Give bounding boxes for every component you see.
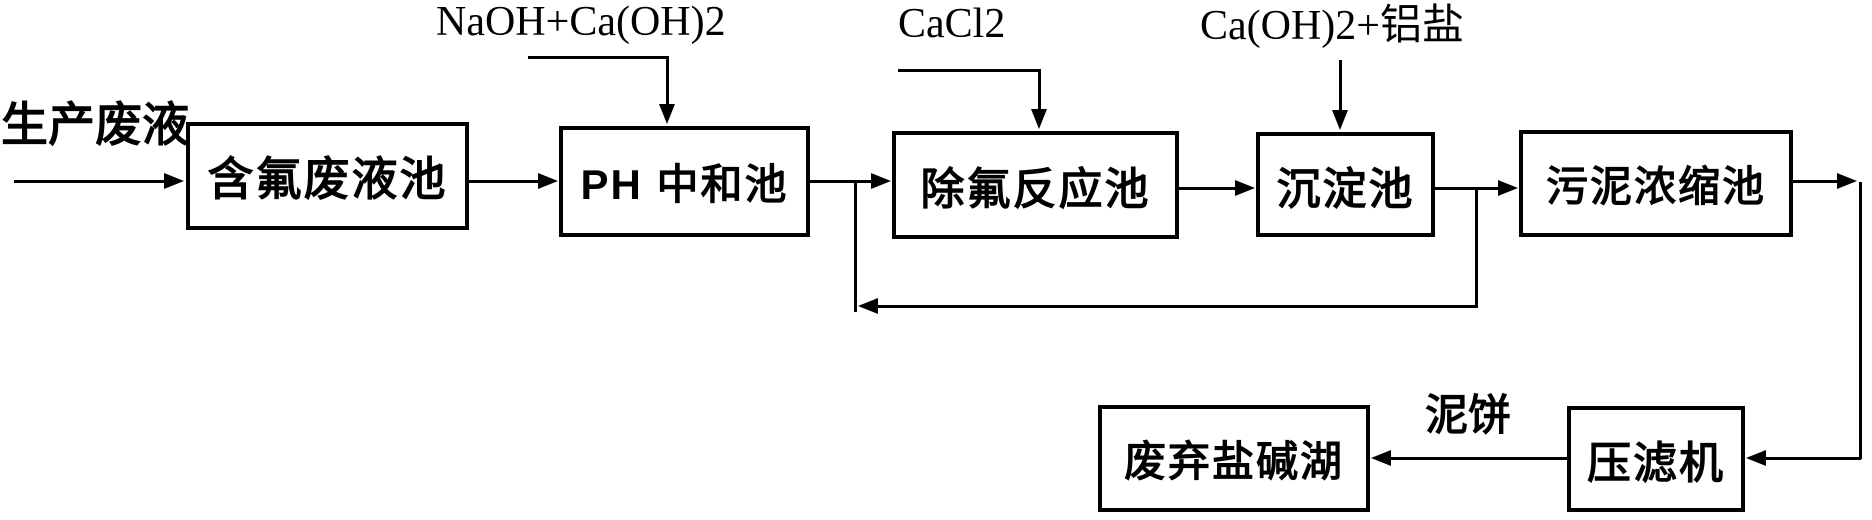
node-filter-press: 压滤机	[1567, 406, 1745, 512]
recycle-line-return	[874, 305, 1478, 308]
node-ph-neutralization-pool: PH 中和池	[559, 126, 810, 237]
arrowhead-1-2	[538, 173, 558, 189]
node-label: 含氟废液池	[207, 153, 448, 205]
arrowhead-3-4	[1235, 180, 1255, 196]
node-sedimentation-pool: 沉淀池	[1256, 132, 1435, 237]
node-label: 压滤机	[1587, 439, 1725, 488]
node-fluoride-removal-reactor: 除氟反应池	[892, 131, 1179, 239]
arrowhead-2-3	[871, 173, 891, 189]
arrowhead-5-out	[1837, 173, 1857, 189]
recycle-line-right-drop	[1475, 189, 1478, 308]
flow-line-mud-cake	[1390, 457, 1567, 460]
flow-line-inlet	[14, 180, 166, 183]
label-production-waste-liquid: 生产废液	[1, 98, 189, 151]
arrowhead-naoh	[659, 104, 675, 124]
node-label: 沉淀池	[1276, 164, 1415, 214]
flow-line-1-2	[469, 180, 541, 183]
dosing-line-cacl2-h	[898, 69, 1041, 72]
arrowhead-inlet	[164, 173, 184, 189]
node-abandoned-salt-alkali-lake: 废弃盐碱湖	[1098, 405, 1370, 512]
dosing-line-naoh-h	[528, 56, 669, 59]
flow-line-right-drop	[1859, 182, 1862, 459]
node-label: PH 中和池	[580, 161, 789, 208]
flow-line-3-4	[1179, 187, 1237, 190]
arrowhead-mud-cake	[1371, 450, 1391, 466]
arrowhead-caoh2	[1332, 110, 1348, 130]
node-sludge-thickening-pool: 污泥浓缩池	[1519, 130, 1793, 237]
node-label: 污泥浓缩池	[1545, 163, 1766, 210]
arrowhead-cacl2	[1031, 109, 1047, 129]
arrowhead-recycle	[858, 298, 878, 314]
flow-line-to-filter-press	[1766, 457, 1861, 460]
label-caoh2-aluminum-salt: Ca(OH)2+铝盐	[1200, 3, 1464, 49]
node-label: 废弃盐碱湖	[1123, 438, 1344, 485]
arrowhead-to-filter-press	[1746, 450, 1766, 466]
recycle-line-left-drop	[854, 182, 857, 312]
label-cacl2: CaCl2	[898, 1, 1006, 47]
label-naoh-caoh2: NaOH+Ca(OH)2	[436, 0, 726, 45]
node-label: 除氟反应池	[920, 165, 1151, 214]
dosing-line-naoh-v	[666, 56, 669, 106]
dosing-line-caoh2-v	[1339, 60, 1342, 112]
flow-line-2-3	[810, 180, 874, 183]
dosing-line-cacl2-v	[1038, 69, 1041, 111]
label-mud-cake: 泥饼	[1425, 392, 1511, 440]
flow-line-5-out	[1793, 180, 1839, 183]
flow-line-4-5	[1435, 187, 1501, 190]
node-fluoride-waste-pool: 含氟废液池	[186, 122, 469, 230]
arrowhead-4-5	[1498, 180, 1518, 196]
